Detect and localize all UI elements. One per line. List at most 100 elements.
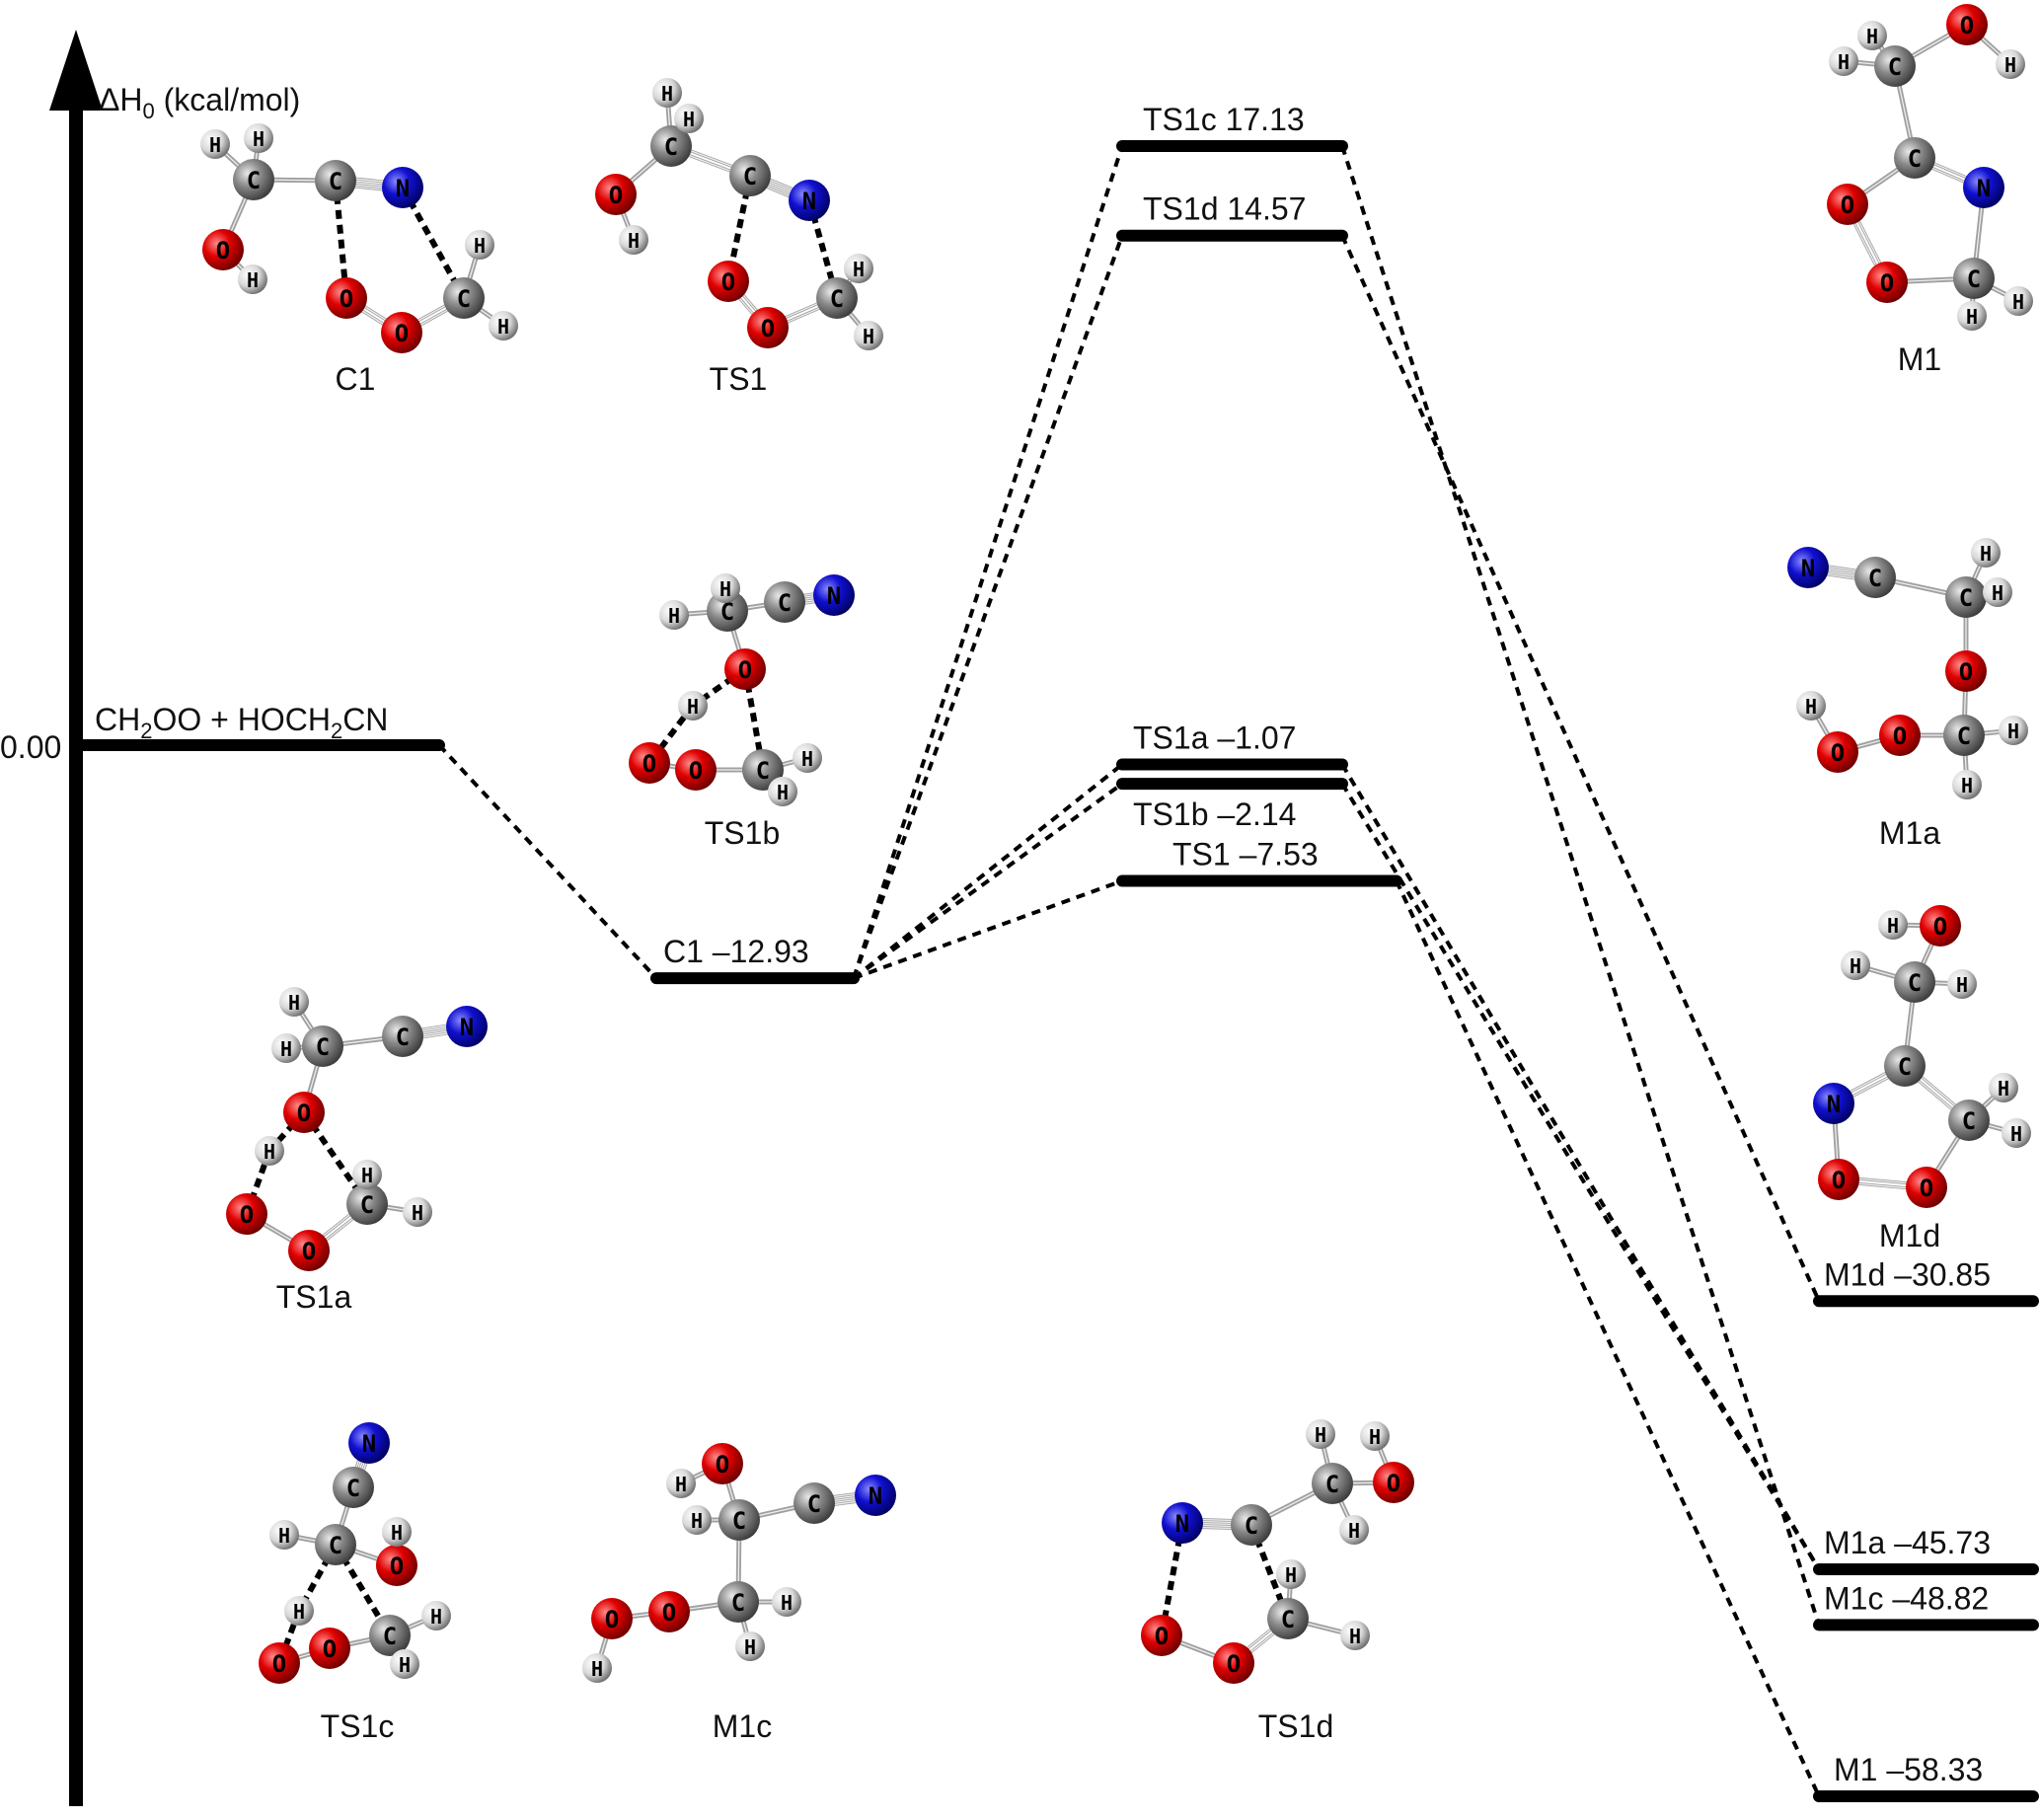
atom-symbol: H: [1285, 1563, 1297, 1587]
carbon-sphere: [1312, 1463, 1353, 1504]
hydrogen-atom: H: [1306, 1419, 1335, 1449]
hydrogen-atom: H: [2002, 1118, 2031, 1148]
nitrogen-sphere: [813, 574, 855, 616]
atom-symbol: H: [691, 1509, 703, 1533]
structure-caption: TS1c: [321, 1708, 395, 1744]
atom-symbol: O: [340, 285, 353, 313]
carbon-atom: C: [233, 159, 274, 200]
carbon-sphere: [333, 1467, 374, 1508]
hydrogen-atom: H: [793, 743, 822, 773]
level-TS1: TS1 –7.53: [1116, 836, 1402, 887]
carbon-atom: C: [1884, 1045, 1926, 1087]
atom-symbol: C: [247, 167, 261, 194]
atom-symbol: H: [1980, 542, 1992, 566]
reaction-paths: [437, 145, 1821, 1797]
level-TS1a: TS1a –1.07: [1116, 720, 1348, 771]
path-C1-TS1b: [852, 782, 1124, 980]
oxygen-sphere: [1906, 1167, 1947, 1208]
oxygen-atom: O: [675, 749, 717, 791]
atom-symbol: C: [329, 1532, 342, 1559]
oxygen-atom: O: [1818, 1159, 1859, 1200]
structure-caption: M1d: [1879, 1218, 1940, 1253]
hydrogen-atom: H: [403, 1197, 432, 1227]
hydrogen-sphere: [238, 265, 267, 294]
hydrogen-atom: H: [200, 129, 230, 159]
level-label: TS1 –7.53: [1172, 836, 1319, 872]
hydrogen-atom: H: [652, 78, 682, 108]
carbon-atom: C: [650, 125, 692, 167]
atom-symbol: H: [1887, 914, 1899, 938]
hydrogen-sphere: [489, 311, 518, 341]
hydrogen-atom: H: [255, 1136, 284, 1166]
carbon-sphere: [793, 1482, 835, 1524]
nitrogen-atom: N: [382, 167, 423, 208]
carbon-atom: C: [1894, 137, 1935, 179]
nitrogen-atom: N: [446, 1006, 488, 1047]
carbon-atom: C: [333, 1467, 374, 1508]
hydrogen-sphere: [2003, 286, 2033, 316]
atom-symbol: H: [209, 133, 221, 157]
atom-symbol: O: [395, 320, 409, 347]
carbon-atom: C: [1312, 1463, 1353, 1504]
oxygen-atom: O: [226, 1193, 267, 1235]
atom-symbol: O: [216, 237, 230, 265]
oxygen-sphere: [595, 174, 637, 215]
atom-symbol: H: [247, 268, 259, 292]
hydrogen-sphere: [735, 1631, 765, 1661]
hydrogen-atom: H: [244, 123, 273, 153]
atom-symbol: C: [1962, 1107, 1976, 1135]
carbon-atom: C: [1953, 258, 1995, 299]
carbon-sphere: [1948, 1100, 1990, 1141]
hydrogen-atom: H: [1999, 716, 2028, 745]
atom-symbol: H: [2007, 720, 2019, 743]
atom-symbol: H: [278, 1524, 290, 1548]
atom-symbol: O: [1832, 1167, 1846, 1194]
atom-symbol: C: [778, 589, 792, 617]
level-label: TS1d 14.57: [1143, 191, 1306, 227]
oxygen-sphere: [1818, 1159, 1859, 1200]
carbon-sphere: [707, 590, 748, 632]
atom-symbol: C: [316, 1033, 330, 1061]
carbon-atom: C: [1948, 1100, 1990, 1141]
oxygen-sphere: [309, 1628, 350, 1669]
hydrogen-sphere: [1360, 1421, 1390, 1451]
oxygen-sphere: [724, 648, 766, 690]
carbon-atom: C: [382, 1016, 423, 1057]
carbon-atom: C: [302, 1025, 343, 1067]
hydrogen-atom: H: [844, 254, 873, 283]
atom-symbol: C: [664, 133, 678, 161]
hydrogen-atom: H: [772, 1587, 801, 1617]
hydrogen-atom: H: [1983, 577, 2012, 607]
atom-symbol: O: [761, 315, 775, 342]
carbon-sphere: [315, 160, 356, 201]
atom-symbol: C: [1868, 565, 1882, 592]
atom-symbol: O: [1880, 269, 1894, 297]
hydrogen-atom: H: [1971, 538, 2001, 568]
atom-symbol: H: [361, 1164, 373, 1187]
hydrogen-atom: H: [582, 1653, 612, 1683]
oxygen-sphere: [1945, 650, 1987, 692]
carbon-sphere: [1884, 1045, 1926, 1087]
atom-symbol: H: [1866, 25, 1878, 48]
oxygen-atom: O: [648, 1591, 690, 1632]
carbon-atom: C: [764, 581, 805, 623]
carbon-sphere: [315, 1524, 356, 1565]
hydrogen-sphere: [1952, 770, 1982, 799]
atom-symbol: H: [719, 577, 731, 601]
atom-symbol: H: [264, 1140, 275, 1164]
hydrogen-sphere: [678, 691, 708, 720]
atom-symbol: N: [396, 175, 410, 202]
atom-symbol: H: [1805, 695, 1817, 719]
oxygen-sphere: [381, 312, 422, 353]
hydrogen-sphere: [652, 78, 682, 108]
atom-symbol: C: [807, 1490, 821, 1518]
carbon-atom: C: [816, 277, 858, 319]
carbon-sphere: [1231, 1504, 1272, 1546]
hydrogen-atom: H: [382, 1517, 412, 1547]
